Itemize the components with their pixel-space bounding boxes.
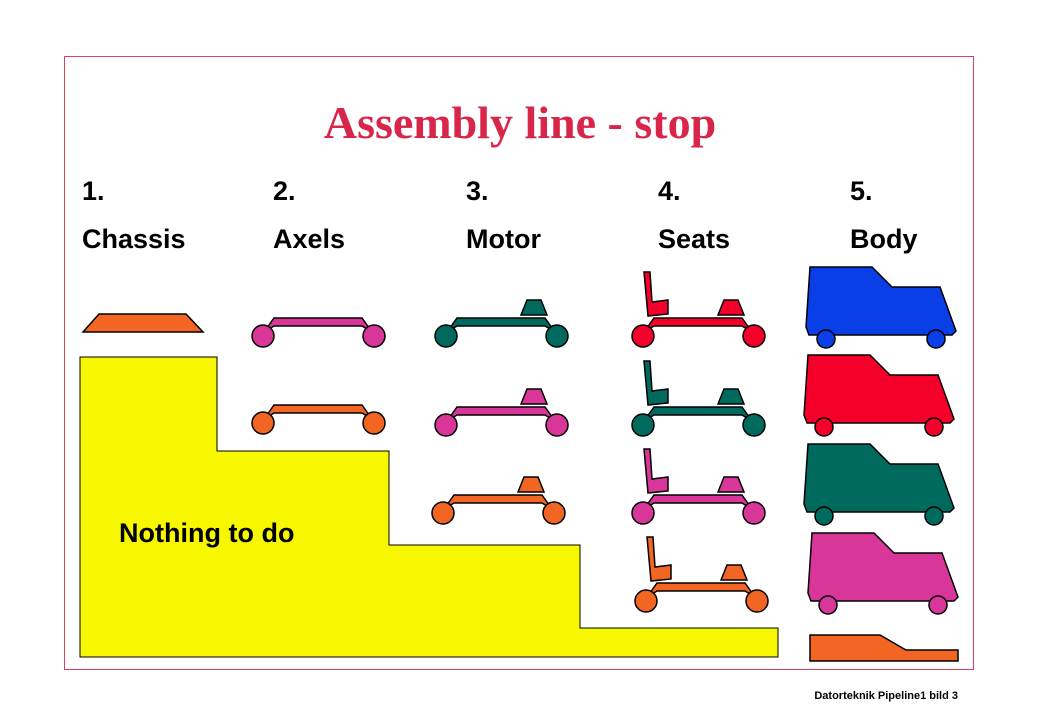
stage-5-row-5-chassis-icon: [809, 634, 959, 662]
stage-3-row-1-engine-icon: [519, 299, 549, 316]
stage-3-row-2-wheel-left: [434, 413, 458, 437]
stage-5-number: 5.: [850, 176, 873, 206]
stage-4-row-4-wheel-right: [745, 589, 769, 613]
stage-5-row-4-shell: [807, 532, 959, 602]
stage-3-row-3-wheel-left: [431, 501, 455, 525]
stage-3-row-3-wheel-right: [542, 501, 566, 525]
stage-4-row-3-wheel-right: [742, 501, 766, 525]
stage-4-row-1-frame: [643, 317, 753, 333]
stage-1-name: Chassis: [82, 224, 186, 254]
stage-4-name: Seats: [658, 224, 731, 254]
stage-2-row-2-frame: [263, 404, 373, 420]
slide-title: Assembly line - stop: [323, 97, 717, 148]
stage-2-row-2-wheel-right: [362, 411, 386, 435]
stage-4-row-4-seat-icon: [646, 536, 672, 582]
stage-3-name: Motor: [466, 224, 541, 254]
stage-2-row-1-wheel-left: [251, 324, 275, 348]
stage-4-row-1-engine-icon: [716, 299, 746, 316]
stage-4-row-3-frame: [643, 494, 753, 510]
stage-5-row-2-shell: [803, 354, 955, 424]
footer-caption: Datorteknik Pipeline1 bild 3: [814, 690, 958, 702]
stage-3-row-1-wheel-left: [434, 324, 458, 348]
stage-2-row-1-frame: [263, 317, 373, 333]
stage-3-row-3-engine-icon: [516, 476, 546, 493]
stage-5-row-4-wheel-left: [818, 595, 838, 615]
stage-4-row-2-engine-icon: [716, 388, 746, 405]
stage-4-row-4-engine-icon: [719, 564, 749, 581]
stage-4-row-2-seat-icon: [643, 360, 669, 406]
stage-5-row-1-shell: [805, 266, 957, 336]
stage-4-row-1-wheel-left: [631, 324, 655, 348]
stage-5-row-3-wheel-left: [814, 506, 834, 526]
stage-4-row-1-seat-icon: [643, 271, 669, 317]
stage-4-row-4-wheel-left: [634, 589, 658, 613]
stage-4-row-1-wheel-right: [742, 324, 766, 348]
stage-4-row-4-frame: [646, 582, 756, 598]
stage-5-row-3-wheel-right: [924, 506, 944, 526]
stage-4-number: 4.: [658, 176, 681, 206]
stage-1-number: 1.: [82, 176, 105, 206]
stage-4-row-3-wheel-left: [631, 501, 655, 525]
stage-2-row-1-wheel-right: [362, 324, 386, 348]
stage-4-row-2-frame: [643, 406, 753, 422]
stage-3-number: 3.: [466, 176, 489, 206]
stage-5-name: Body: [850, 224, 918, 254]
stage-3-row-1-wheel-right: [545, 324, 569, 348]
stage-1-chassis-icon: [81, 313, 205, 333]
stage-4-row-3-engine-icon: [716, 476, 746, 493]
stage-5-row-2-wheel-left: [814, 417, 834, 437]
stage-2-number: 2.: [273, 176, 296, 206]
stage-5-row-3-shell: [803, 443, 955, 513]
stage-5-row-2-wheel-right: [924, 417, 944, 437]
stage-5-row-4-wheel-right: [928, 595, 948, 615]
stage-3-row-2-wheel-right: [545, 413, 569, 437]
stage-5-row-1-wheel-right: [926, 329, 946, 349]
stage-3-row-2-frame: [446, 406, 556, 422]
stage-2-row-2-wheel-left: [251, 411, 275, 435]
stage-3-row-1-frame: [446, 317, 556, 333]
stage-3-row-2-engine-icon: [519, 388, 549, 405]
stage-3-row-3-frame: [443, 494, 553, 510]
idle-area: [79, 356, 779, 658]
slide-frame: [64, 56, 974, 670]
stage-4-row-3-seat-icon: [643, 448, 669, 494]
stage-5-row-1-wheel-left: [816, 329, 836, 349]
idle-area-label: Nothing to do: [119, 518, 295, 548]
stage-4-row-2-wheel-right: [742, 413, 766, 437]
stage-4-row-2-wheel-left: [631, 413, 655, 437]
stage-2-name: Axels: [273, 224, 346, 254]
